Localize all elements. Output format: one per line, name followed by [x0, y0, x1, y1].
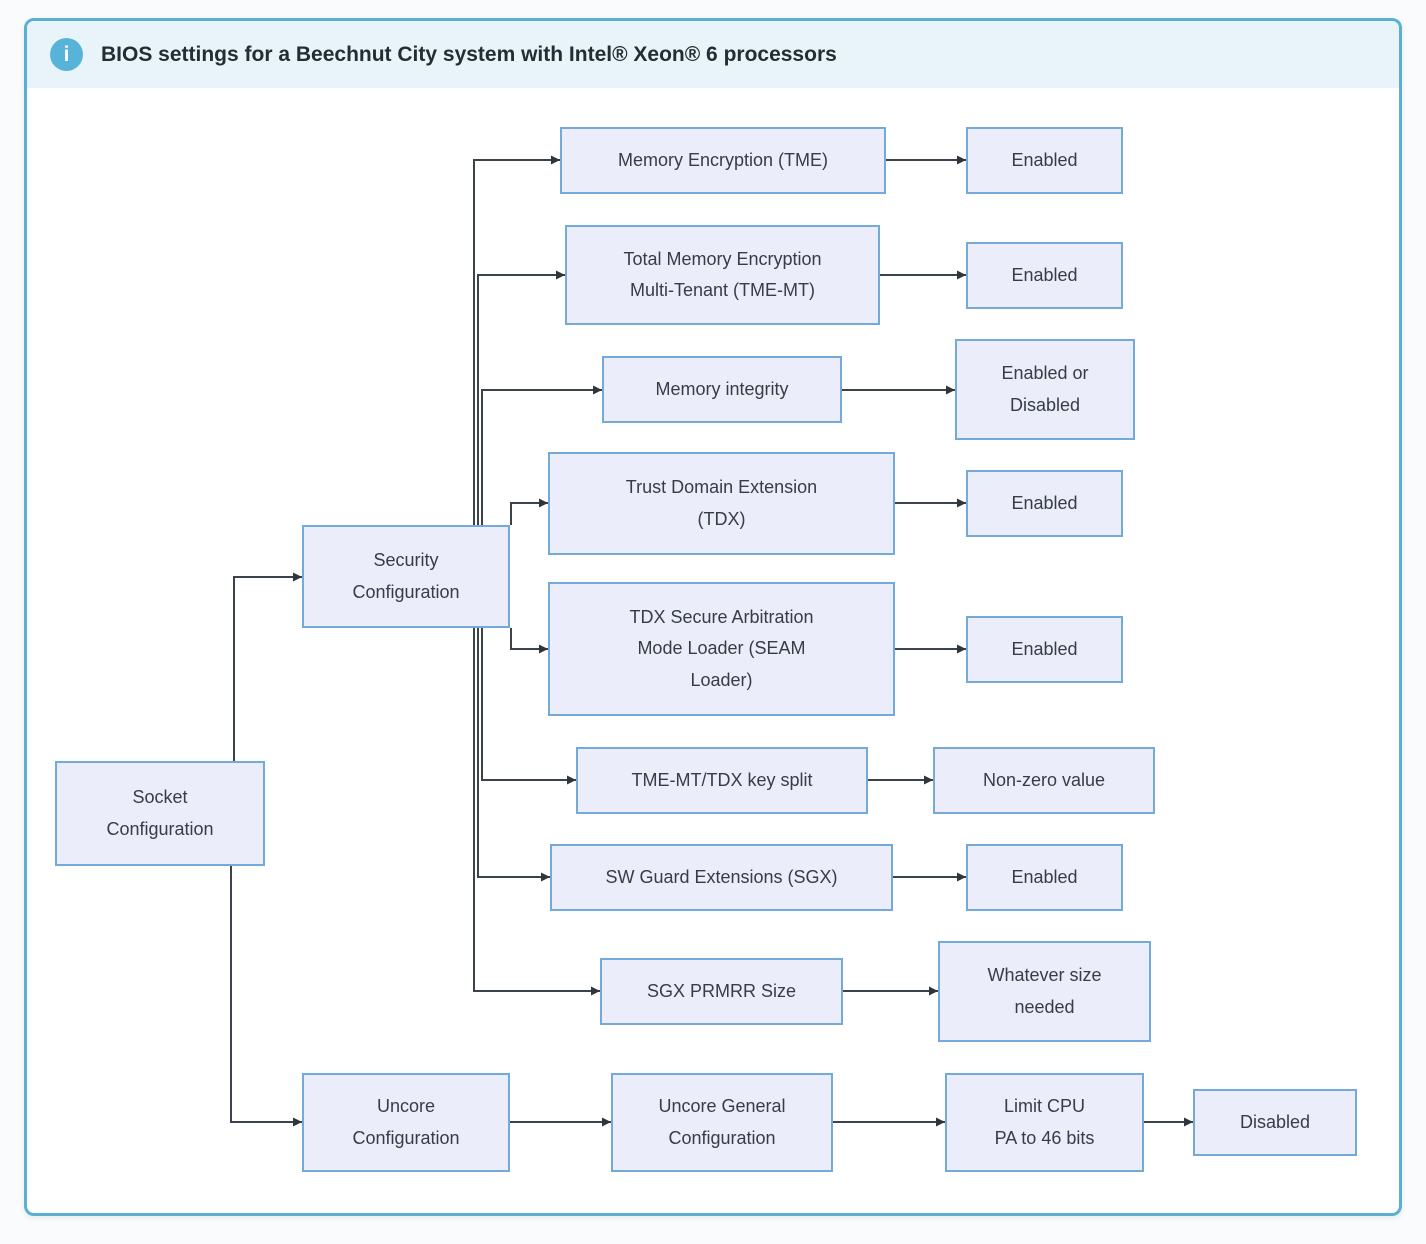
callout-header: i BIOS settings for a Beechnut City syst… [27, 21, 1399, 88]
node-sgx-prmrr-size: SGX PRMRR Size [600, 958, 843, 1025]
node-tdx-value: Enabled [966, 470, 1123, 537]
node-prmrr-value: Whatever size needed [938, 941, 1151, 1042]
info-icon: i [50, 38, 83, 71]
node-security-configuration: Security Configuration [302, 525, 510, 628]
node-tmemt-value: Enabled [966, 242, 1123, 309]
node-uncore-general-configuration: Uncore General Configuration [611, 1073, 833, 1172]
node-limit-cpu-pa-46-bits: Limit CPU PA to 46 bits [945, 1073, 1144, 1172]
page-title: BIOS settings for a Beechnut City system… [101, 42, 837, 66]
node-socket-configuration: Socket Configuration [55, 761, 265, 866]
node-seam-value: Enabled [966, 616, 1123, 683]
node-tme-mt-tdx-key-split: TME-MT/TDX key split [576, 747, 868, 814]
node-trust-domain-extension-tdx: Trust Domain Extension (TDX) [548, 452, 895, 555]
node-sw-guard-extensions-sgx: SW Guard Extensions (SGX) [550, 844, 893, 911]
node-uncore-configuration: Uncore Configuration [302, 1073, 510, 1172]
node-sgx-value: Enabled [966, 844, 1123, 911]
node-tme-value: Enabled [966, 127, 1123, 194]
node-total-memory-encryption-multi-tenant: Total Memory Encryption Multi-Tenant (TM… [565, 225, 880, 325]
node-memory-integrity-value: Enabled or Disabled [955, 339, 1135, 440]
node-tdx-seam-loader: TDX Secure Arbitration Mode Loader (SEAM… [548, 582, 895, 716]
node-key-split-value: Non-zero value [933, 747, 1155, 814]
node-memory-encryption-tme: Memory Encryption (TME) [560, 127, 886, 194]
node-memory-integrity: Memory integrity [602, 356, 842, 423]
node-limit-cpu-value: Disabled [1193, 1089, 1357, 1156]
